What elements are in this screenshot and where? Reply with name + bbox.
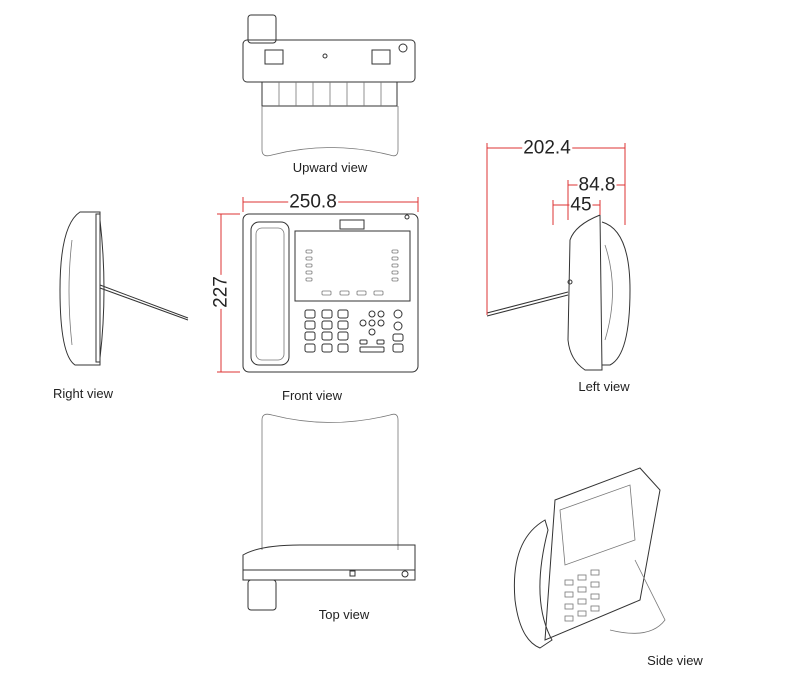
depth-min-dimension: 45 xyxy=(569,194,593,216)
front-view-label: Front view xyxy=(282,388,342,403)
depth-body-dimension: 84.8 xyxy=(577,174,617,196)
top-view-drawing xyxy=(242,413,416,611)
front-view-drawing xyxy=(217,197,419,373)
top-view-label: Top view xyxy=(318,607,370,622)
side-view-label: Side view xyxy=(647,653,703,668)
side-view-drawing xyxy=(513,467,666,649)
right-view-label: Right view xyxy=(53,386,113,401)
width-dimension: 250.8 xyxy=(288,191,338,213)
height-dimension: 227 xyxy=(210,275,232,309)
left-view-label: Left view xyxy=(578,379,630,394)
depth-total-dimension: 202.4 xyxy=(522,137,572,159)
right-view-drawing xyxy=(59,211,189,366)
upward-view-drawing xyxy=(242,14,416,157)
upward-view-label: Upward view xyxy=(292,160,368,175)
